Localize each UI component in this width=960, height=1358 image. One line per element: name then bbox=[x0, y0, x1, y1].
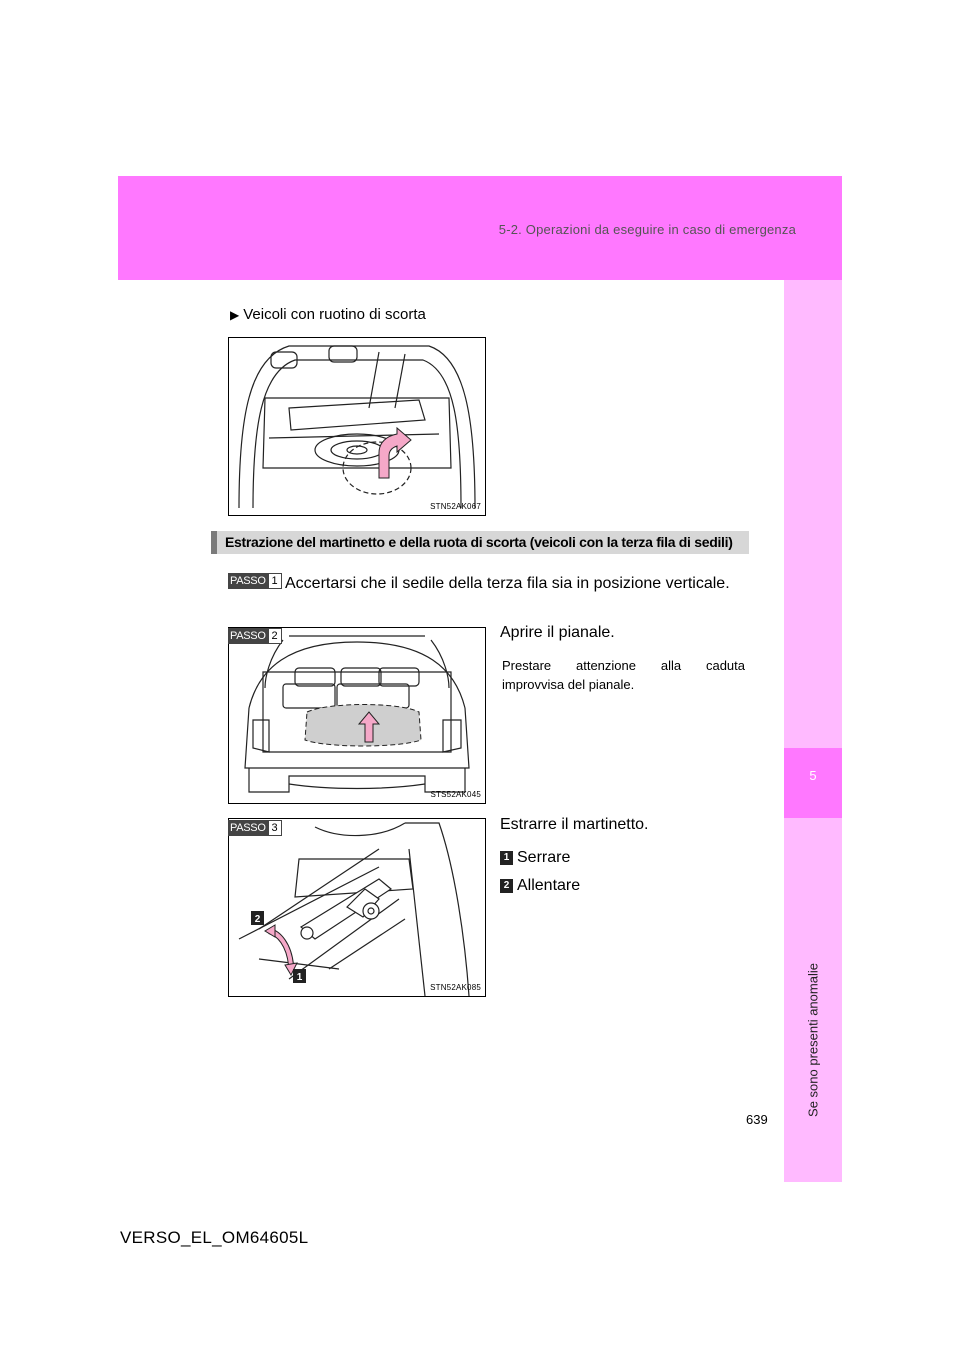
list-item-tighten: 1 Serrare bbox=[500, 849, 570, 867]
step-2-note: Prestare attenzione alla caduta improvvi… bbox=[502, 658, 745, 692]
illustration-jack: 2 1 bbox=[238, 822, 470, 996]
illustration-open-floor bbox=[244, 635, 470, 793]
figure-code: STS52AK045 bbox=[430, 790, 481, 799]
vehicle-variant-text: Veicoli con ruotino di scorta bbox=[243, 306, 426, 323]
section-title: 5-2. Operazioni da eseguire in caso di e… bbox=[498, 222, 796, 237]
section-heading: Estrazione del martinetto e della ruota … bbox=[225, 534, 733, 550]
list-item-label: Allentare bbox=[517, 877, 581, 894]
chapter-label: Se sono presenti anomalie bbox=[805, 963, 821, 1117]
callout-2: 2 bbox=[255, 914, 261, 925]
step-2-text: Aprire il pianale. bbox=[500, 624, 615, 641]
list-item-loosen: 2 Allentare bbox=[500, 877, 580, 895]
number-badge: 1 bbox=[500, 851, 513, 865]
document-code: VERSO_EL_OM64605L bbox=[120, 1228, 309, 1247]
figure-code: STN52AK067 bbox=[430, 502, 481, 511]
vehicle-variant-heading: ▶Veicoli con ruotino di scorta bbox=[230, 306, 426, 323]
section-heading-bar: Estrazione del martinetto e della ruota … bbox=[211, 531, 749, 554]
step-3-text: Estrarre il martinetto. bbox=[500, 816, 649, 833]
chapter-side-tab: 5 Se sono presenti anomalie bbox=[784, 280, 842, 1182]
number-badge: 2 bbox=[500, 879, 513, 893]
page-number: 639 bbox=[746, 1112, 768, 1127]
figure-code: STN52AK085 bbox=[430, 983, 481, 992]
step-1-text: Accertarsi che il sedile della terza fil… bbox=[285, 575, 730, 592]
header-band: 5-2. Operazioni da eseguire in caso di e… bbox=[118, 176, 842, 280]
triangle-bullet-icon: ▶ bbox=[230, 308, 240, 322]
illustration-cargo-spare-tire bbox=[238, 345, 476, 509]
figure-jack: 2 1 STN52AK085 bbox=[228, 818, 486, 997]
figure-open-floor: STS52AK045 bbox=[228, 627, 486, 804]
callout-1: 1 bbox=[297, 972, 303, 983]
list-item-label: Serrare bbox=[517, 849, 571, 866]
figure-spare-tire: STN52AK067 bbox=[228, 337, 486, 516]
chapter-number: 5 bbox=[784, 748, 842, 818]
